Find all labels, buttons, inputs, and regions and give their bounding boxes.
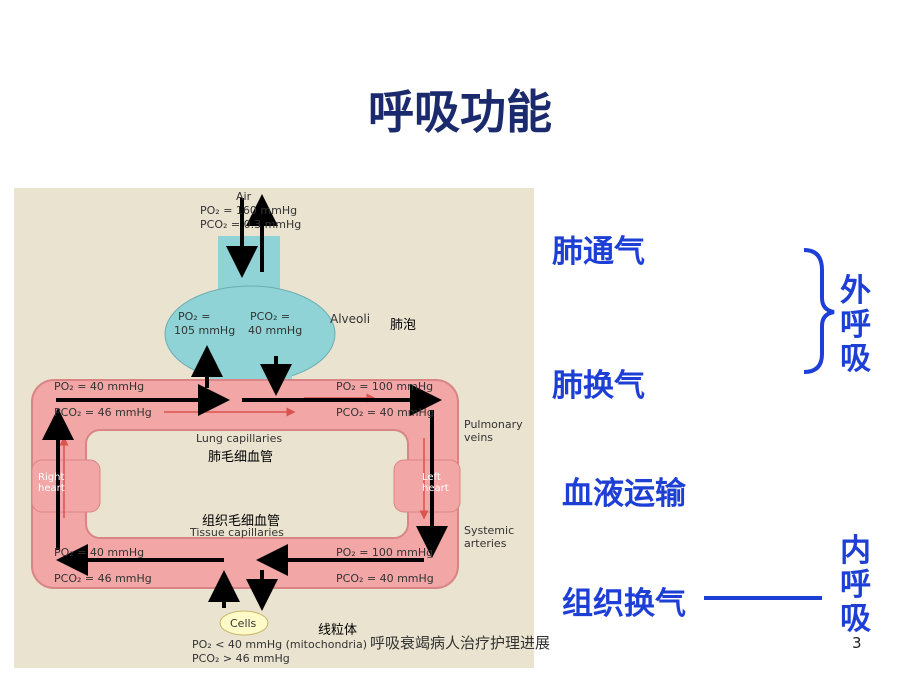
slide-title: 呼吸功能 (368, 85, 552, 139)
bracket-icon (803, 248, 835, 374)
bottom-left-pco2: PCO₂ = 46 mmHg (54, 572, 152, 585)
tissue-capillaries-cn-label: 组织毛细血管 (202, 514, 281, 529)
mitochondria-cn-label: 线粒体 (318, 623, 358, 638)
pulmonary-ventilation-label: 肺通气 (552, 234, 645, 270)
air-pco2: PCO₂ = 0.3 mmHg (200, 218, 302, 231)
cells-shape (219, 610, 269, 636)
lung-capillaries-cn-label: 肺毛细血管 (208, 450, 274, 465)
cells-po2: PO₂ < 40 mmHg (mitochondria) (192, 638, 368, 651)
right-heart-chamber (31, 459, 101, 513)
alveoli-cn-label: 肺泡 (390, 318, 417, 333)
internal-respiration-char-2: 呼 (840, 567, 871, 603)
top-right-pco2: PCO₂ = 40 mmHg (336, 406, 434, 419)
respiration-diagram: Air PO₂ = 160 mmHg PCO₂ = 0.3 mmHg PO₂ =… (14, 188, 534, 668)
respiration-diagram-svg (14, 188, 534, 668)
page-number: 3 (852, 634, 862, 652)
bottom-right-pco2: PCO₂ = 40 mmHg (336, 572, 434, 585)
top-left-pco2: PCO₂ = 46 mmHg (54, 406, 152, 419)
alveoli-po2-value: 105 mmHg (174, 324, 236, 337)
air-label: Air (236, 190, 252, 203)
external-respiration-char-1: 外 (840, 273, 871, 309)
external-respiration-char-2: 呼 (840, 307, 871, 343)
footer-text: 呼吸衰竭病人治疗护理进展 (370, 634, 551, 652)
internal-respiration-char-1: 内 (840, 533, 871, 569)
tissue-capillaries-label: Tissue capillaries (190, 526, 284, 539)
pulmonary-exchange-label: 肺换气 (552, 368, 645, 404)
external-respiration-char-3: 吸 (840, 341, 871, 377)
alveoli-label: Alveoli (330, 312, 371, 326)
alveoli-pco2-value: 40 mmHg (248, 324, 303, 337)
bottom-right-po2: PO₂ = 100 mmHg (336, 546, 434, 559)
systemic-arteries-label: Systemic arteries (464, 524, 515, 550)
alveoli-pco2: PCO₂ = (250, 310, 291, 323)
lung-capillaries-label: Lung capillaries (196, 432, 283, 445)
cells-label: Cells (230, 617, 257, 630)
cells-pco2: PCO₂ > 46 mmHg (192, 652, 290, 665)
alveoli-po2: PO₂ = (178, 310, 211, 323)
top-left-po2: PO₂ = 40 mmHg (54, 380, 145, 393)
bottom-left-po2: PO₂ = 40 mmHg (54, 546, 145, 559)
left-heart-label: Left heart (422, 472, 449, 494)
tissue-exchange-label: 组织换气 (562, 586, 686, 622)
blood-transport-label: 血液运输 (562, 476, 686, 512)
internal-respiration-char-3: 吸 (840, 601, 871, 637)
internal-respiration-connector (704, 596, 822, 600)
pulmonary-veins-label: Pulmonary veins (464, 418, 523, 444)
right-heart-label: Right heart (38, 472, 65, 494)
air-po2: PO₂ = 160 mmHg (200, 204, 298, 217)
top-right-po2: PO₂ = 100 mmHg (336, 380, 434, 393)
